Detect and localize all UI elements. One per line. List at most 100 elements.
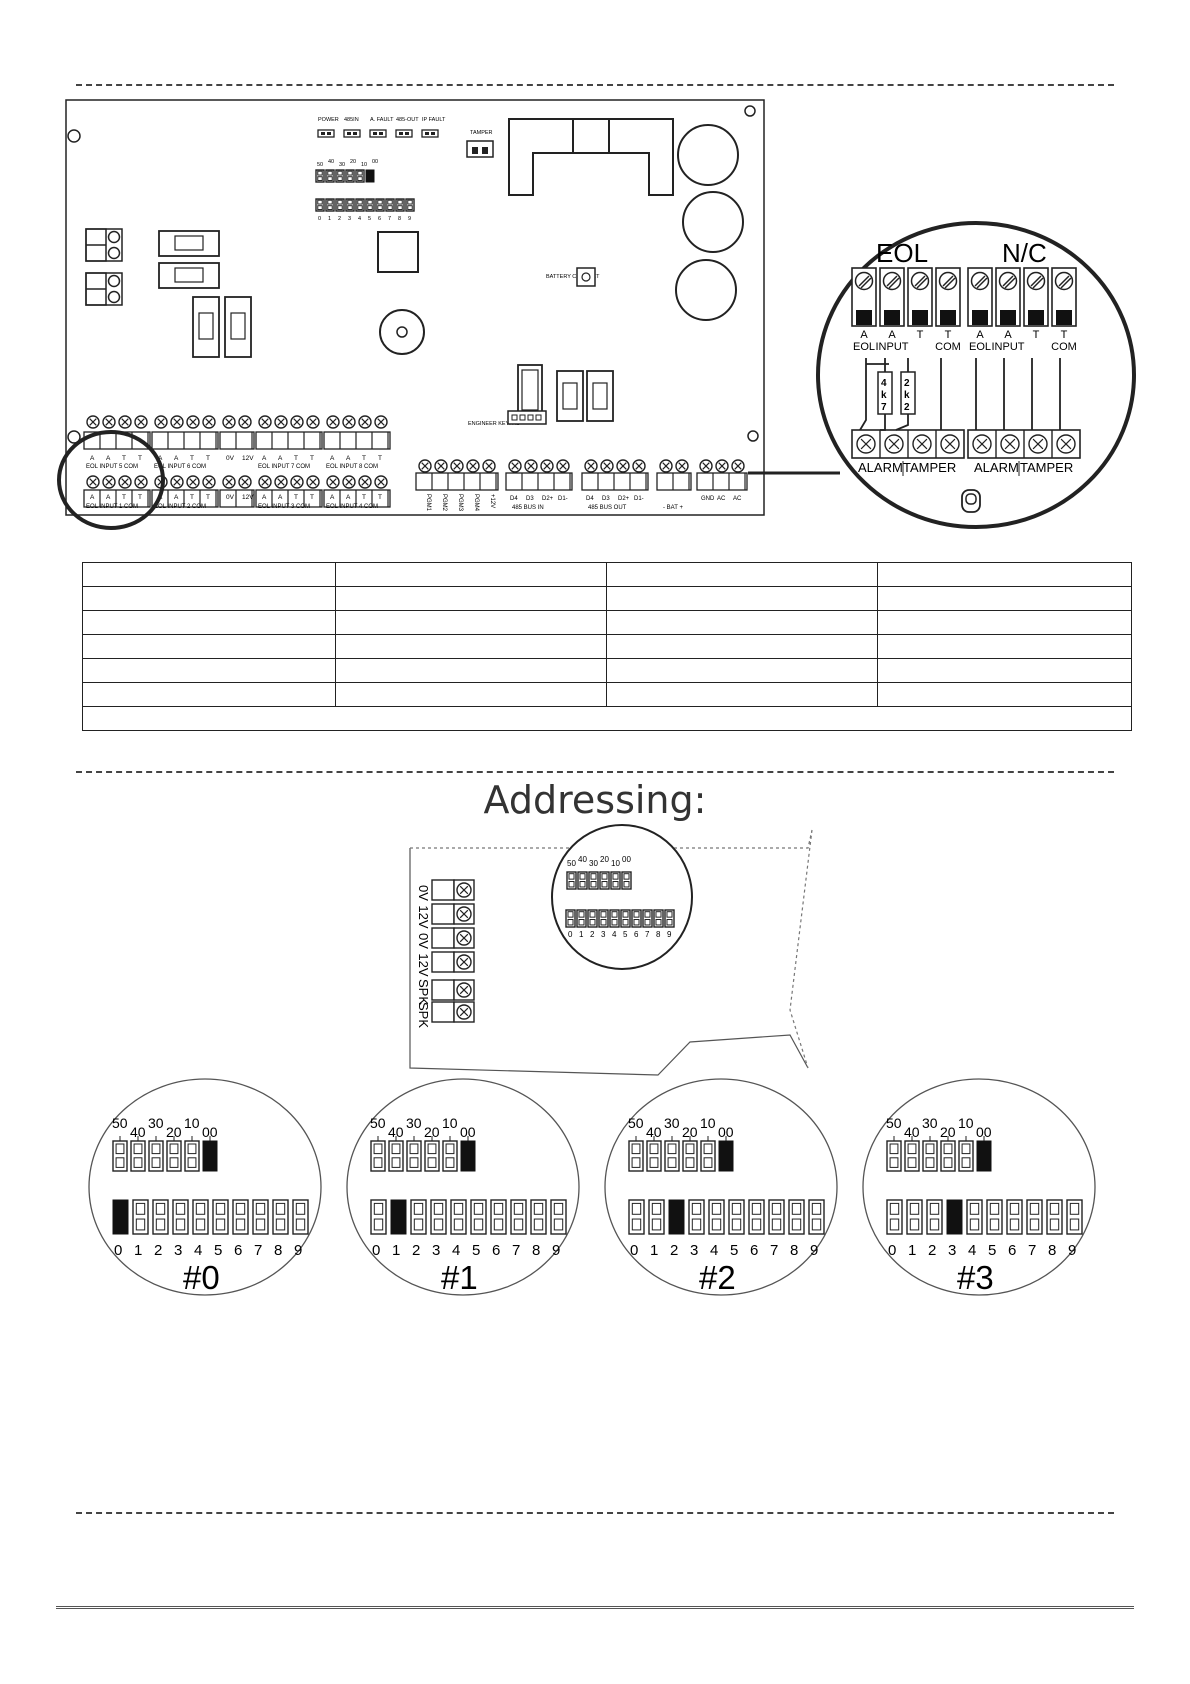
zoom-screw-row: [967, 429, 1081, 459]
pin-label: GND: [701, 496, 715, 502]
module-addr-digit-label: 5: [623, 930, 628, 939]
chip: [377, 231, 419, 273]
side-terminal-cell: [431, 879, 475, 901]
side-terminal-label: 12V: [416, 953, 431, 976]
example-top-label: 00: [976, 1124, 992, 1140]
example-digit-label: 0: [114, 1242, 122, 1259]
terminal-screw: [102, 475, 116, 489]
terminal-block-label: 485 BUS OUT: [588, 505, 627, 511]
svg-text:k: k: [881, 390, 887, 401]
addressing-heading: Addressing:: [483, 778, 707, 822]
module-addr-digit-label: 7: [645, 930, 650, 939]
example-digit-label: 5: [214, 1242, 222, 1259]
pin-label: T: [138, 455, 142, 462]
board-digit-jumper: [325, 198, 335, 212]
addr-top-label: 10: [361, 162, 367, 168]
example-digit-jumper: [132, 1199, 149, 1235]
example-top-label: 00: [718, 1124, 734, 1140]
tamper-pin: [472, 147, 478, 154]
fuse: [192, 296, 220, 358]
example-digit-jumper: [252, 1199, 269, 1235]
terminal-screw: [222, 415, 236, 429]
terminal-screw: [659, 459, 673, 473]
pin-label: A: [90, 455, 95, 462]
highlight-circle: [57, 430, 165, 530]
module-addr-top-label: 10: [611, 859, 620, 868]
terminal-screw: [466, 459, 480, 473]
pin-label: A: [174, 455, 179, 462]
example-digit-label: 5: [730, 1242, 738, 1259]
side-terminal-screw: [456, 1004, 472, 1020]
relay: [158, 230, 220, 257]
mount-hole: [744, 105, 756, 117]
battery-connect-pin: [581, 272, 591, 282]
zoom-pin-sublabel: INPUT: [876, 341, 909, 353]
zoom-pin-label: A: [1004, 329, 1012, 341]
pin-label: PGM1: [425, 494, 431, 512]
alarm-label: ALARM: [858, 460, 903, 475]
side-terminal-cell: [431, 927, 475, 949]
zoom-screw: [1056, 434, 1076, 454]
terminal-screw: [326, 415, 340, 429]
terminal-screw: [134, 415, 148, 429]
example-digit-label: 6: [492, 1242, 500, 1259]
zoom-pin-sublabel: EOL: [853, 341, 875, 353]
side-terminal-label: 12V: [416, 905, 431, 928]
example-digit-label: 9: [552, 1242, 560, 1259]
pin-label: PGM2: [441, 494, 447, 512]
example-address-jumper: [460, 1140, 476, 1172]
module-zoom-circle: [551, 824, 693, 970]
eol-title: EOL: [876, 238, 928, 268]
board-digit-jumper: [405, 198, 415, 212]
pin-label: D3: [602, 496, 610, 502]
led-label: 485IN: [344, 117, 359, 123]
relay-vertical: [556, 370, 584, 422]
module-digit-jumper: [664, 909, 675, 928]
zoom-terminal: T: [907, 267, 933, 341]
example-digit-label: 2: [154, 1242, 162, 1259]
mount-hole: [67, 430, 81, 444]
example-digit-label: 7: [254, 1242, 262, 1259]
module-addr-digit-label: 3: [601, 930, 606, 939]
terminal-screw: [699, 459, 713, 473]
zoom-pin-sublabel: COM: [935, 341, 961, 353]
side-terminal-cell: [431, 951, 475, 973]
example-address-jumper: [424, 1140, 440, 1172]
example-label: #3: [957, 1259, 994, 1296]
relay: [158, 262, 220, 289]
pin-label: A: [346, 455, 351, 462]
table-row: [82, 634, 1132, 659]
terminal-block-label: EOL INPUT 4 COM: [326, 504, 378, 510]
side-terminal-label: SPK: [416, 979, 431, 1005]
terminal-screw: [258, 415, 272, 429]
example-digit-label: 6: [1008, 1242, 1016, 1259]
terminal-screw: [482, 459, 496, 473]
pin-label: T: [362, 455, 366, 462]
example-digit-jumper: [768, 1199, 785, 1235]
example-top-label: 10: [184, 1115, 200, 1131]
side-terminal-upper: [85, 228, 123, 262]
module-addr-top-label: 20: [600, 855, 609, 864]
zoom-bottom-terminals: [851, 429, 1081, 459]
example-address-jumper: [682, 1140, 698, 1172]
example-digit-jumper: [450, 1199, 467, 1235]
relay-inner: [174, 267, 204, 283]
fuse: [224, 296, 252, 358]
example-digit-label: 4: [710, 1242, 718, 1259]
zoom-pin-sublabel: EOL: [969, 341, 991, 353]
pin-label: T: [206, 455, 210, 462]
buzzer-center: [396, 326, 408, 338]
zoom-screw: [1028, 434, 1048, 454]
tamper-pin: [482, 147, 488, 154]
side-terminal-label: 0V: [416, 933, 431, 949]
example-digit-label: 4: [194, 1242, 202, 1259]
svg-text:2: 2: [904, 402, 910, 413]
pin-label: T: [310, 455, 314, 462]
example-digit-jumper: [530, 1199, 547, 1235]
